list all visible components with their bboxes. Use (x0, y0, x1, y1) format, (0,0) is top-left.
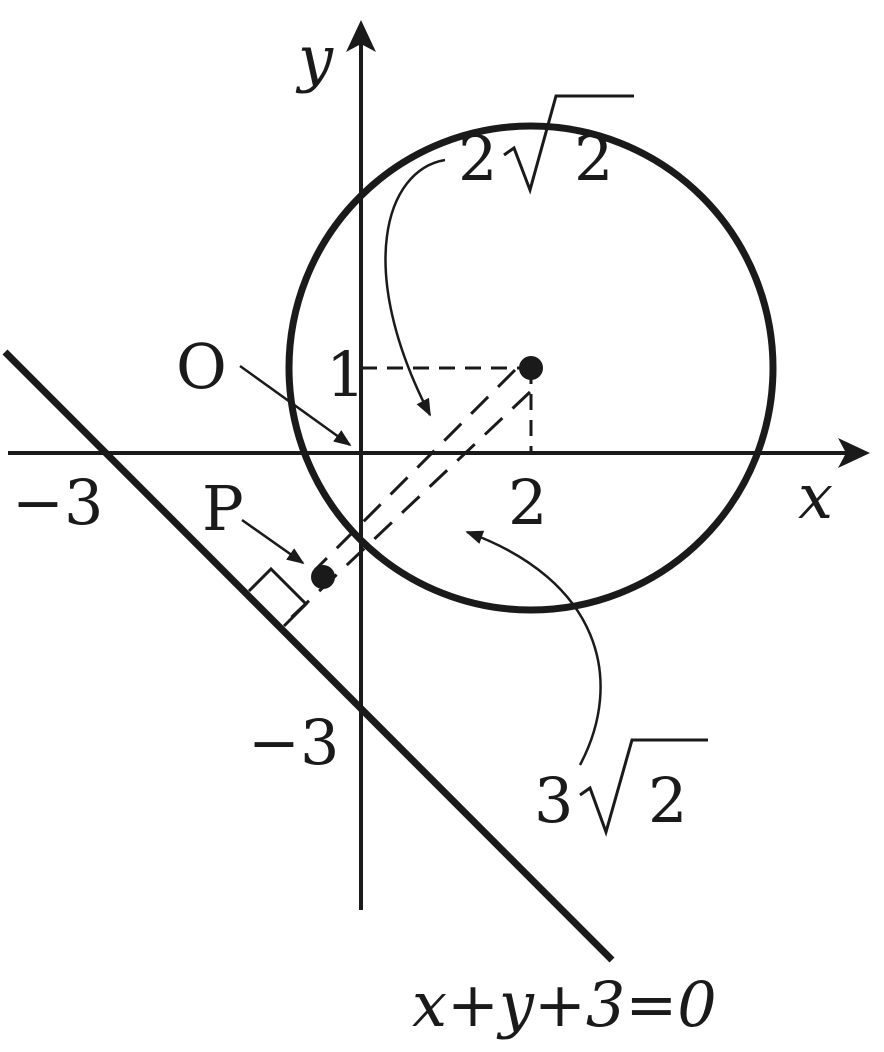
x-tick-2: 2 (508, 466, 547, 539)
p-leader-arrow (241, 518, 305, 565)
tangent-line (2, 349, 615, 963)
line-equation-label: x+y+3=0 (412, 968, 717, 1041)
radius-label-radicand: 2 (574, 122, 613, 195)
y-axis-arrowhead (346, 20, 376, 52)
distance-leader-arrow (465, 530, 602, 766)
distance-label-radicand: 2 (648, 764, 687, 837)
x-axis-label: x (798, 460, 833, 533)
radius-label-coefficient: 2 (458, 122, 497, 195)
radius-bracket-dash-inner (313, 368, 517, 572)
radius-bracket-dash-outer (276, 390, 532, 632)
distance-label-coefficient: 3 (534, 764, 573, 837)
x-axis-arrowhead (838, 438, 870, 468)
point-p-label: P (202, 472, 244, 545)
radius-leader-arrow (384, 158, 446, 417)
radius-sqrt-sign (503, 94, 634, 195)
center-point (519, 356, 543, 380)
right-angle-marker (247, 566, 309, 628)
distance-sqrt-sign (579, 738, 708, 837)
x-tick-neg3: −3 (12, 466, 103, 539)
y-axis-label: y (295, 22, 334, 95)
y-tick-neg3: −3 (248, 706, 339, 779)
y-tick-1: 1 (326, 338, 365, 411)
point-p (311, 565, 335, 589)
origin-leader-arrow (239, 364, 352, 447)
circle-curve (285, 122, 777, 614)
origin-label: O (176, 330, 227, 403)
